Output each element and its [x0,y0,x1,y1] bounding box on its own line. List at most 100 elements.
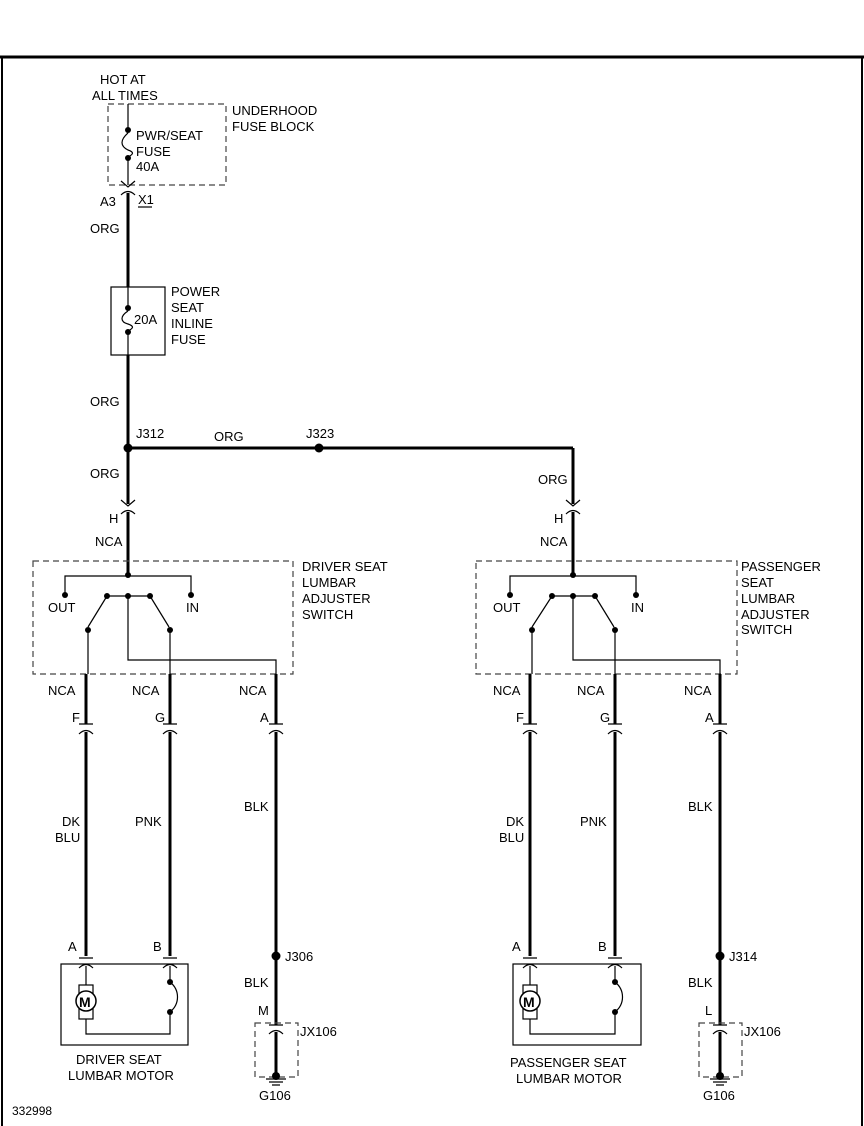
passenger-ground-node [716,1072,724,1080]
inline-fuse-label-1: POWER [171,284,220,299]
passenger-dk-label: DK [506,814,524,829]
pwr-seat-fuse-label-1: PWR/SEAT [136,128,203,143]
splice-j314 [715,951,725,961]
hot-at-label: HOT AT [100,72,146,87]
pwr-seat-fuse-label-3: 40A [136,159,159,174]
driver-switch-label-4: SWITCH [302,607,353,622]
driver-switch-out-label: OUT [48,600,76,615]
driver-nca-f-label: NCA [48,683,76,698]
driver-switch-label-2: LUMBAR [302,575,356,590]
passenger-switch-arm-out [531,595,553,628]
passenger-ground-pin-label: L [705,1003,712,1018]
passenger-motor-label-2: LUMBAR MOTOR [516,1071,622,1086]
driver-motor-label-1: DRIVER SEAT [76,1052,162,1067]
connector-x1-cup [120,190,136,196]
passenger-switch-label-3: LUMBAR [741,591,795,606]
driver-nca-a-label: NCA [239,683,267,698]
splice-j314-label: J314 [729,949,757,964]
passenger-switch-label-4: ADJUSTER [741,607,810,622]
figure-id: 332998 [12,1104,52,1118]
passenger-nca-f-label: NCA [493,683,521,698]
passenger-switch-arm-in [594,595,615,628]
passenger-pnk-label: PNK [580,814,607,829]
wire-org-label-2: ORG [90,394,120,409]
passenger-blk-lower-label: BLK [688,975,713,990]
passenger-jx106-conn [712,1024,728,1035]
passenger-motor-symbol [519,990,541,1012]
inline-fuse-rating: 20A [134,312,157,327]
driver-motor-outline [60,963,189,1046]
inline-fuse-label-3: INLINE [171,316,213,331]
driver-ground-pin-label: M [258,1003,269,1018]
underhood-label-2: FUSE BLOCK [232,119,315,134]
connector-x1-label: X1 [138,192,154,207]
passenger-switch-ground-lead [572,596,721,674]
driver-blu-label: BLU [55,830,80,845]
inline-fuse-label-4: FUSE [171,332,206,347]
driver-motor-pin-a-label: A [68,939,77,954]
driver-dk-label: DK [62,814,80,829]
driver-pin-g-label: G [155,710,165,725]
wire-org-horizontal-label: ORG [214,429,244,444]
passenger-switch-outline [475,560,738,675]
passenger-conn-g [607,723,623,735]
splice-j323 [314,443,324,453]
passenger-motor-breaker-bottom [612,1009,618,1015]
passenger-conn-h-cup [565,509,581,515]
passenger-switch-input-node [570,572,576,578]
passenger-motor-breaker [614,981,624,1013]
passenger-jx106-label: JX106 [744,1024,781,1039]
driver-conn-g [162,723,178,735]
passenger-motor-pin-b-label: B [598,939,607,954]
passenger-switch-in-label: IN [631,600,644,615]
driver-switch-input-node [125,572,131,578]
driver-switch-bus [64,575,192,594]
passenger-g106-label: G106 [703,1088,735,1103]
splice-j323-label: J323 [306,426,334,441]
driver-conn-f [78,723,94,735]
inline-fuse-element [121,310,134,332]
driver-switch-in-label: IN [186,600,199,615]
driver-switch-out-contact [62,592,68,598]
passenger-conn-f [522,723,538,735]
driver-switch-arm-in [149,595,170,628]
passenger-pin-a-label: A [705,710,714,725]
driver-blk-label: BLK [244,799,269,814]
passenger-conn-h-arrow [565,499,581,507]
passenger-nca-g-label: NCA [577,683,605,698]
driver-pnk-label: PNK [135,814,162,829]
passenger-pin-h-label: H [554,511,563,526]
passenger-switch-bus [509,575,637,594]
passenger-switch-out-label: OUT [493,600,521,615]
driver-pin-f-label: F [72,710,80,725]
driver-conn-h-cup [120,509,136,515]
driver-switch-ground-lead [127,596,277,674]
inline-fuse-box [110,286,166,356]
connector-x1-arrow [120,180,136,188]
passenger-motor-return [529,1014,616,1035]
driver-g106-label: G106 [259,1088,291,1103]
passenger-switch-out-contact [507,592,513,598]
passenger-switch-in-contact [633,592,639,598]
driver-blk-lower-label: BLK [244,975,269,990]
passenger-switch-label-5: SWITCH [741,622,792,637]
driver-pin-h-label: H [109,511,118,526]
driver-nca-g-label: NCA [132,683,160,698]
driver-jx106-conn [268,1024,284,1035]
fuse-40a-element [121,132,134,158]
passenger-switch-label-1: PASSENGER [741,559,821,574]
inline-fuse-terminal-top [125,305,131,311]
pwr-seat-fuse-label-2: FUSE [136,144,171,159]
passenger-conn-a [712,723,728,735]
driver-motor-pin-b-label: B [153,939,162,954]
passenger-pin-f-label: F [516,710,524,725]
driver-pin-a-label: A [260,710,269,725]
driver-conn-a [268,723,284,735]
passenger-motor-outline [512,963,642,1046]
driver-motor-symbol [75,990,97,1012]
all-times-label: ALL TIMES [92,88,158,103]
splice-j306 [271,951,281,961]
fuse-40a-terminal-top [125,127,131,133]
driver-motor-breaker-bottom [167,1009,173,1015]
